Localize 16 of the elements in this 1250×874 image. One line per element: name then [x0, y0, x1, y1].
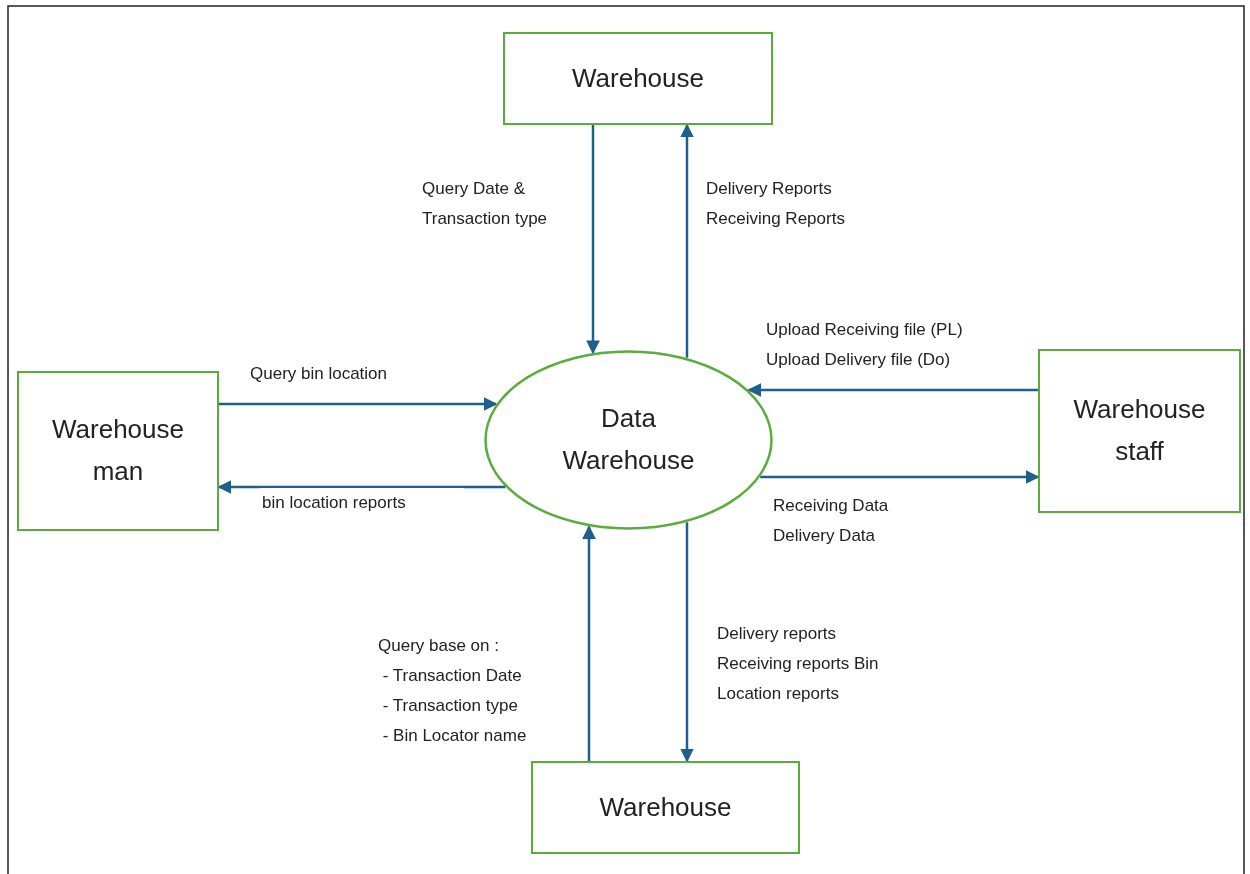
entity-box: [1038, 349, 1241, 513]
entity-box: [531, 761, 800, 854]
node-label: Warehouse man: [51, 413, 185, 488]
arrow: [747, 383, 1038, 397]
arrow: [680, 123, 694, 358]
entity-box: [17, 371, 219, 531]
node-label: Warehouse: [599, 790, 732, 824]
node-label: Warehouse: [572, 61, 704, 95]
node-label: Data Warehouse: [561, 402, 696, 477]
entity-box: [503, 32, 773, 125]
arrow: [680, 522, 694, 763]
arrow: [219, 397, 498, 411]
arrow: [582, 525, 596, 761]
arrow: [760, 470, 1040, 484]
arrow: [586, 125, 600, 355]
node-label: Warehouse staff: [1072, 393, 1207, 468]
